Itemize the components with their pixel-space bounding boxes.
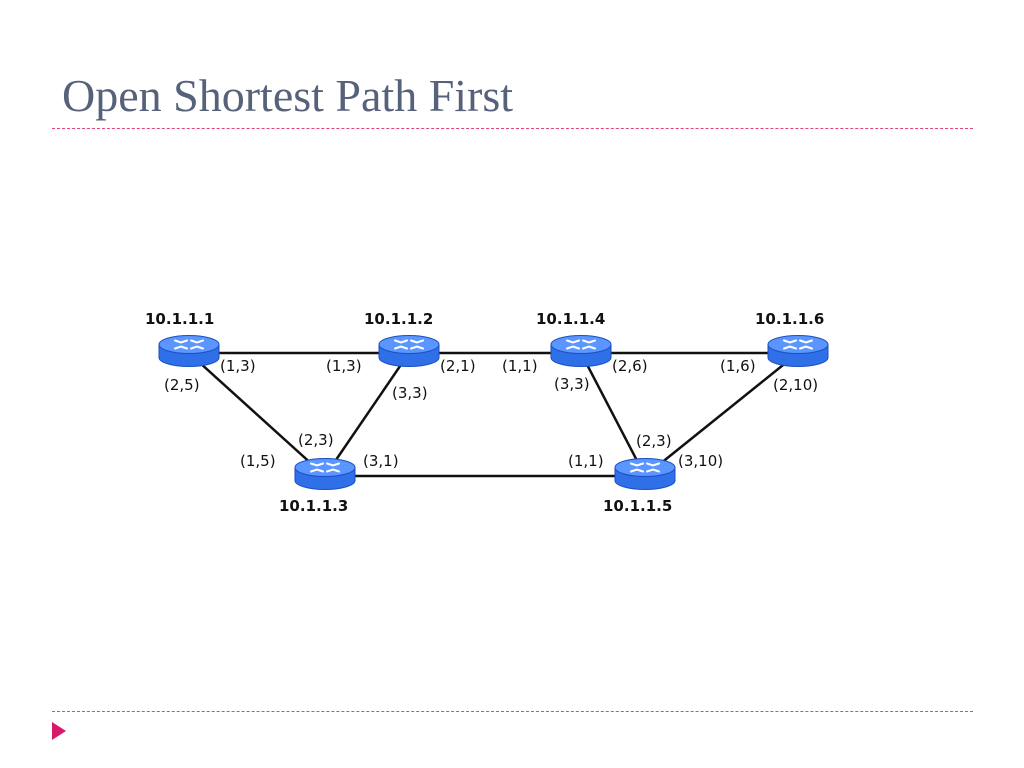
slide-title: Open Shortest Path First (62, 70, 514, 121)
router-r5-icon (614, 458, 676, 490)
link-r2-r3 (323, 352, 411, 477)
footer-divider (52, 711, 973, 712)
link-r5-r6-to-label: (2,10) (773, 376, 818, 394)
link-r4-r6-from-label: (2,6) (612, 357, 648, 375)
router-r4-label: 10.1.1.4 (536, 310, 605, 328)
router-r6-icon (767, 335, 829, 367)
bullet-arrow-icon (52, 722, 66, 740)
router-r6-label: 10.1.1.6 (755, 310, 824, 328)
router-r3-icon (294, 458, 356, 490)
link-r1-r2-to-label: (1,3) (326, 357, 362, 375)
link-r2-r4-to-label: (1,1) (502, 357, 538, 375)
router-r2-label: 10.1.1.2 (364, 310, 433, 328)
link-r4-r6-to-label: (1,6) (720, 357, 756, 375)
link-r4-r5 (579, 352, 647, 477)
title-divider (52, 128, 973, 129)
labels-layer: (1,3) (1,3) (2,5) (1,5) (3,3) (2,3) (2,1) (1,1)… (145, 310, 824, 515)
routers-layer (158, 335, 829, 490)
link-r2-r3-to-label: (2,3) (298, 431, 334, 449)
link-r1-r3 (188, 352, 326, 477)
router-r5-label: 10.1.1.5 (603, 497, 672, 515)
link-r5-r6-from-label: (3,10) (678, 452, 723, 470)
link-r1-r3-from-label: (2,5) (164, 376, 200, 394)
link-r2-r4-from-label: (2,1) (440, 357, 476, 375)
link-r3-r5-to-label: (1,1) (568, 452, 604, 470)
link-r2-r3-from-label: (3,3) (392, 384, 428, 402)
router-r1-icon (158, 335, 220, 367)
router-r1-label: 10.1.1.1 (145, 310, 214, 328)
link-r4-r5-to-label: (2,3) (636, 432, 672, 450)
link-r3-r5-from-label: (3,1) (363, 452, 399, 470)
link-r1-r3-to-label: (1,5) (240, 452, 276, 470)
link-r4-r5-from-label: (3,3) (554, 375, 590, 393)
link-r5-r6 (644, 352, 799, 477)
router-r4-icon (550, 335, 612, 367)
link-r1-r2-from-label: (1,3) (220, 357, 256, 375)
router-r2-icon (378, 335, 440, 367)
router-r3-label: 10.1.1.3 (279, 497, 348, 515)
links-layer (188, 351, 799, 478)
